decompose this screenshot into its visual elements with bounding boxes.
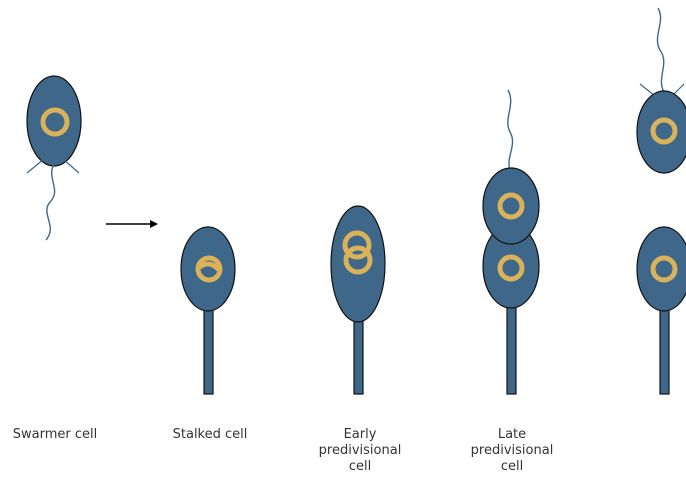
daughter-swarmer-cell <box>637 8 686 173</box>
stalked-cell <box>181 227 235 394</box>
label-stalked-cell: Stalked cell <box>160 427 260 443</box>
label-swarmer-cell: Swarmer cell <box>5 427 105 443</box>
daughter-flagellum <box>657 8 664 92</box>
swarmer-flagellum <box>46 164 55 240</box>
label-late-predivisional-cell: Late predivisional cell <box>462 427 562 475</box>
daughter-stalked-cell <box>637 227 686 394</box>
early-predivisional-cell <box>331 206 385 394</box>
label-early-predivisional-cell: Early predivisional cell <box>310 427 410 475</box>
swarmer-cell <box>27 76 81 240</box>
progression-arrow <box>106 220 158 228</box>
late-predivisional-cell <box>483 90 539 394</box>
late-flagellum <box>508 90 513 172</box>
